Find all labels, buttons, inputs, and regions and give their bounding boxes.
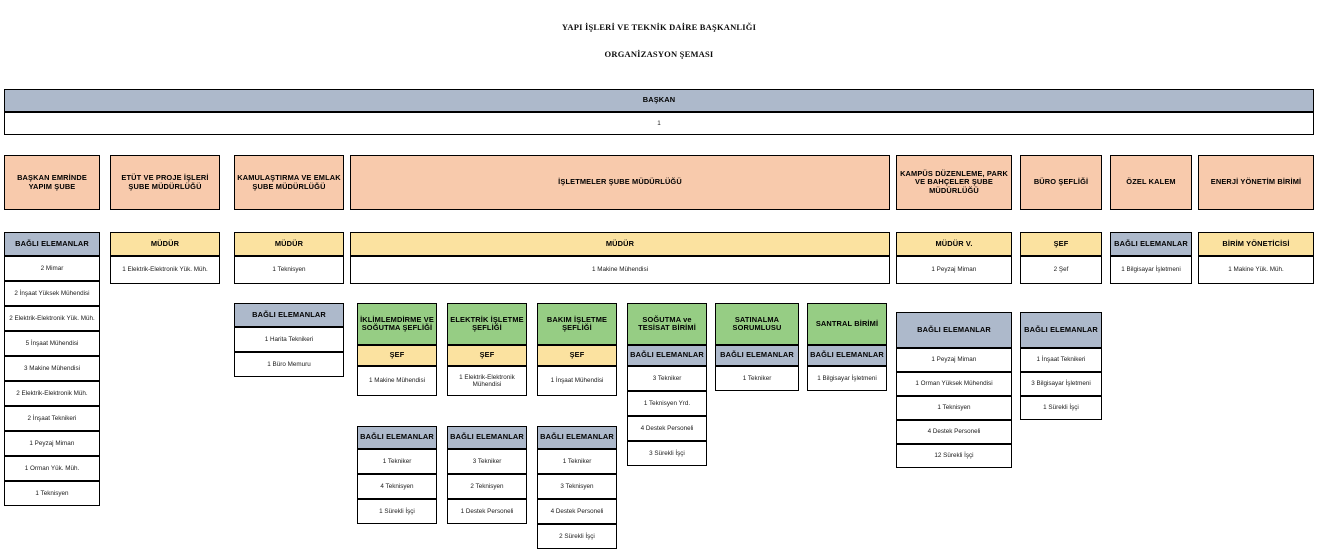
department-box-5[interactable]: BÜRO ŞEFLİĞİ [1020, 155, 1102, 210]
etut-bagli-item-0: 1 Harita Teknikeri [234, 327, 344, 352]
role-header-1: MÜDÜR [110, 232, 220, 256]
department-box-4[interactable]: KAMPÜS DÜZENLEME, PARK VE BAHÇELER ŞUBE … [896, 155, 1012, 210]
unit-item-3-0: 3 Tekniker [627, 366, 707, 391]
yapim-sube-item-0: 2 Mimar [4, 256, 100, 281]
buro-bagli-header: BAĞLI ELEMANLAR [1020, 312, 1102, 348]
unit-sub-item-2-0: 1 Tekniker [537, 449, 617, 474]
unit-sub-item-1-1: 2 Teknisyen [447, 474, 527, 499]
department-box-0[interactable]: BAŞKAN EMRİNDE YAPIM ŞUBE [4, 155, 100, 210]
department-box-2[interactable]: KAMULAŞTIRMA VE EMLAK ŞUBE MÜDÜRLÜĞÜ [234, 155, 344, 210]
role-header-5: ŞEF [1020, 232, 1102, 256]
yapim-sube-item-2: 2 Elektrik-Elektronik Yük. Müh. [4, 306, 100, 331]
role-value-5: 2 Şef [1020, 256, 1102, 284]
role-header-7: BİRİM YÖNETİCİSİ [1198, 232, 1314, 256]
baskan-header: BAŞKAN [4, 89, 1314, 112]
unit-item-3-3: 3 Sürekli İşçi [627, 441, 707, 466]
role-header-6: BAĞLI ELEMANLAR [1110, 232, 1192, 256]
department-box-7[interactable]: ENERJİ YÖNETİM BİRİMİ [1198, 155, 1314, 210]
page-title: YAPI İŞLERİ VE TEKNİK DAİRE BAŞKANLIĞI [561, 22, 757, 32]
unit-sub-item-0-0: 1 Tekniker [357, 449, 437, 474]
kampus-item-0: 1 Peyzaj Mimarı [896, 348, 1012, 372]
role-header-3: MÜDÜR [350, 232, 890, 256]
buro-item-0: 1 İnşaat Teknikeri [1020, 348, 1102, 372]
role-value-1: 1 Elektrik-Elektronik Yük. Müh. [110, 256, 220, 284]
department-box-6[interactable]: ÖZEL KALEM [1110, 155, 1192, 210]
yapim-sube-item-1: 2 İnşaat Yüksek Mühendisi [4, 281, 100, 306]
role-value-4: 1 Peyzaj Mimarı [896, 256, 1012, 284]
unit-bagli-header-4: BAĞLI ELEMANLAR [715, 345, 799, 366]
unit-sub-item-1-2: 1 Destek Personeli [447, 499, 527, 524]
role-header-4: MÜDÜR V. [896, 232, 1012, 256]
role-value-6: 1 Bilgisayar İşletmeni [1110, 256, 1192, 284]
unit-sub-item-2-1: 3 Teknisyen [537, 474, 617, 499]
unit-sub-item-0-2: 1 Sürekli İşçi [357, 499, 437, 524]
etut-bagli-header: BAĞLI ELEMANLAR [234, 303, 344, 327]
unit-role-value-1: 1 Elektrik-Elektronik Mühendisi [447, 366, 527, 396]
unit-item-3-1: 1 Teknisyen Yrd. [627, 391, 707, 416]
unit-role-2: ŞEF [537, 345, 617, 366]
department-box-3[interactable]: İŞLETMELER ŞUBE MÜDÜRLÜĞÜ [350, 155, 890, 210]
unit-role-value-2: 1 İnşaat Mühendisi [537, 366, 617, 396]
kampus-bagli-header: BAĞLI ELEMANLAR [896, 312, 1012, 348]
kampus-item-1: 1 Orman Yüksek Mühendisi [896, 372, 1012, 396]
yapim-sube-item-6: 2 İnşaat Teknikeri [4, 406, 100, 431]
role-value-2: 1 Teknisyen [234, 256, 344, 284]
role-header-0: BAĞLI ELEMANLAR [4, 232, 100, 256]
unit-role-0: ŞEF [357, 345, 437, 366]
unit-bagli-header-3: BAĞLI ELEMANLAR [627, 345, 707, 366]
unit-sub-item-1-0: 3 Tekniker [447, 449, 527, 474]
unit-sub-header-1: BAĞLI ELEMANLAR [447, 426, 527, 449]
unit-sub-header-2: BAĞLI ELEMANLAR [537, 426, 617, 449]
unit-name-4[interactable]: SATINALMA SORUMLUSU [715, 303, 799, 345]
unit-name-5[interactable]: SANTRAL BİRİMİ [807, 303, 887, 345]
yapim-sube-item-7: 1 Peyzaj Mimarı [4, 431, 100, 456]
unit-item-3-2: 4 Destek Personeli [627, 416, 707, 441]
unit-name-0[interactable]: İKLİMLEMDİRME VE SOĞUTMA ŞEFLİĞİ [357, 303, 437, 345]
kampus-item-3: 4 Destek Personeli [896, 420, 1012, 444]
buro-item-2: 1 Sürekli İşçi [1020, 396, 1102, 420]
unit-role-value-0: 1 Makine Mühendisi [357, 366, 437, 396]
role-value-3: 1 Makine Mühendisi [350, 256, 890, 284]
department-box-1[interactable]: ETÜT VE PROJE İŞLERİ ŞUBE MÜDÜRLÜĞÜ [110, 155, 220, 210]
unit-name-2[interactable]: BAKIM İŞLETME ŞEFLİĞİ [537, 303, 617, 345]
unit-name-1[interactable]: ELEKTRİK İŞLETME ŞEFLİĞİ [447, 303, 527, 345]
buro-item-1: 3 Bilgisayar İşletmeni [1020, 372, 1102, 396]
yapim-sube-item-3: 5 İnşaat Mühendisi [4, 331, 100, 356]
unit-sub-item-2-2: 4 Destek Personeli [537, 499, 617, 524]
yapim-sube-item-9: 1 Teknisyen [4, 481, 100, 506]
unit-sub-item-2-3: 2 Sürekli İşçi [537, 524, 617, 549]
role-header-2: MÜDÜR [234, 232, 344, 256]
role-value-7: 1 Makine Yük. Müh. [1198, 256, 1314, 284]
yapim-sube-item-4: 3 Makine Mühendisi [4, 356, 100, 381]
page-subtitle: ORGANİZASYON ŞEMASI [604, 49, 714, 59]
yapim-sube-item-5: 2 Elektrik-Elektronik Müh. [4, 381, 100, 406]
unit-role-1: ŞEF [447, 345, 527, 366]
etut-bagli-item-1: 1 Büro Memuru [234, 352, 344, 377]
kampus-item-4: 12 Sürekli İşçi [896, 444, 1012, 468]
baskan-count: 1 [4, 112, 1314, 135]
yapim-sube-item-8: 1 Orman Yük. Müh. [4, 456, 100, 481]
unit-sub-header-0: BAĞLI ELEMANLAR [357, 426, 437, 449]
unit-item-5-0: 1 Bilgisayar İşletmeni [807, 366, 887, 391]
unit-name-3[interactable]: SOĞUTMA ve TESİSAT BİRİMİ [627, 303, 707, 345]
unit-item-4-0: 1 Tekniker [715, 366, 799, 391]
kampus-item-2: 1 Teknisyen [896, 396, 1012, 420]
unit-sub-item-0-1: 4 Teknisyen [357, 474, 437, 499]
unit-bagli-header-5: BAĞLI ELEMANLAR [807, 345, 887, 366]
